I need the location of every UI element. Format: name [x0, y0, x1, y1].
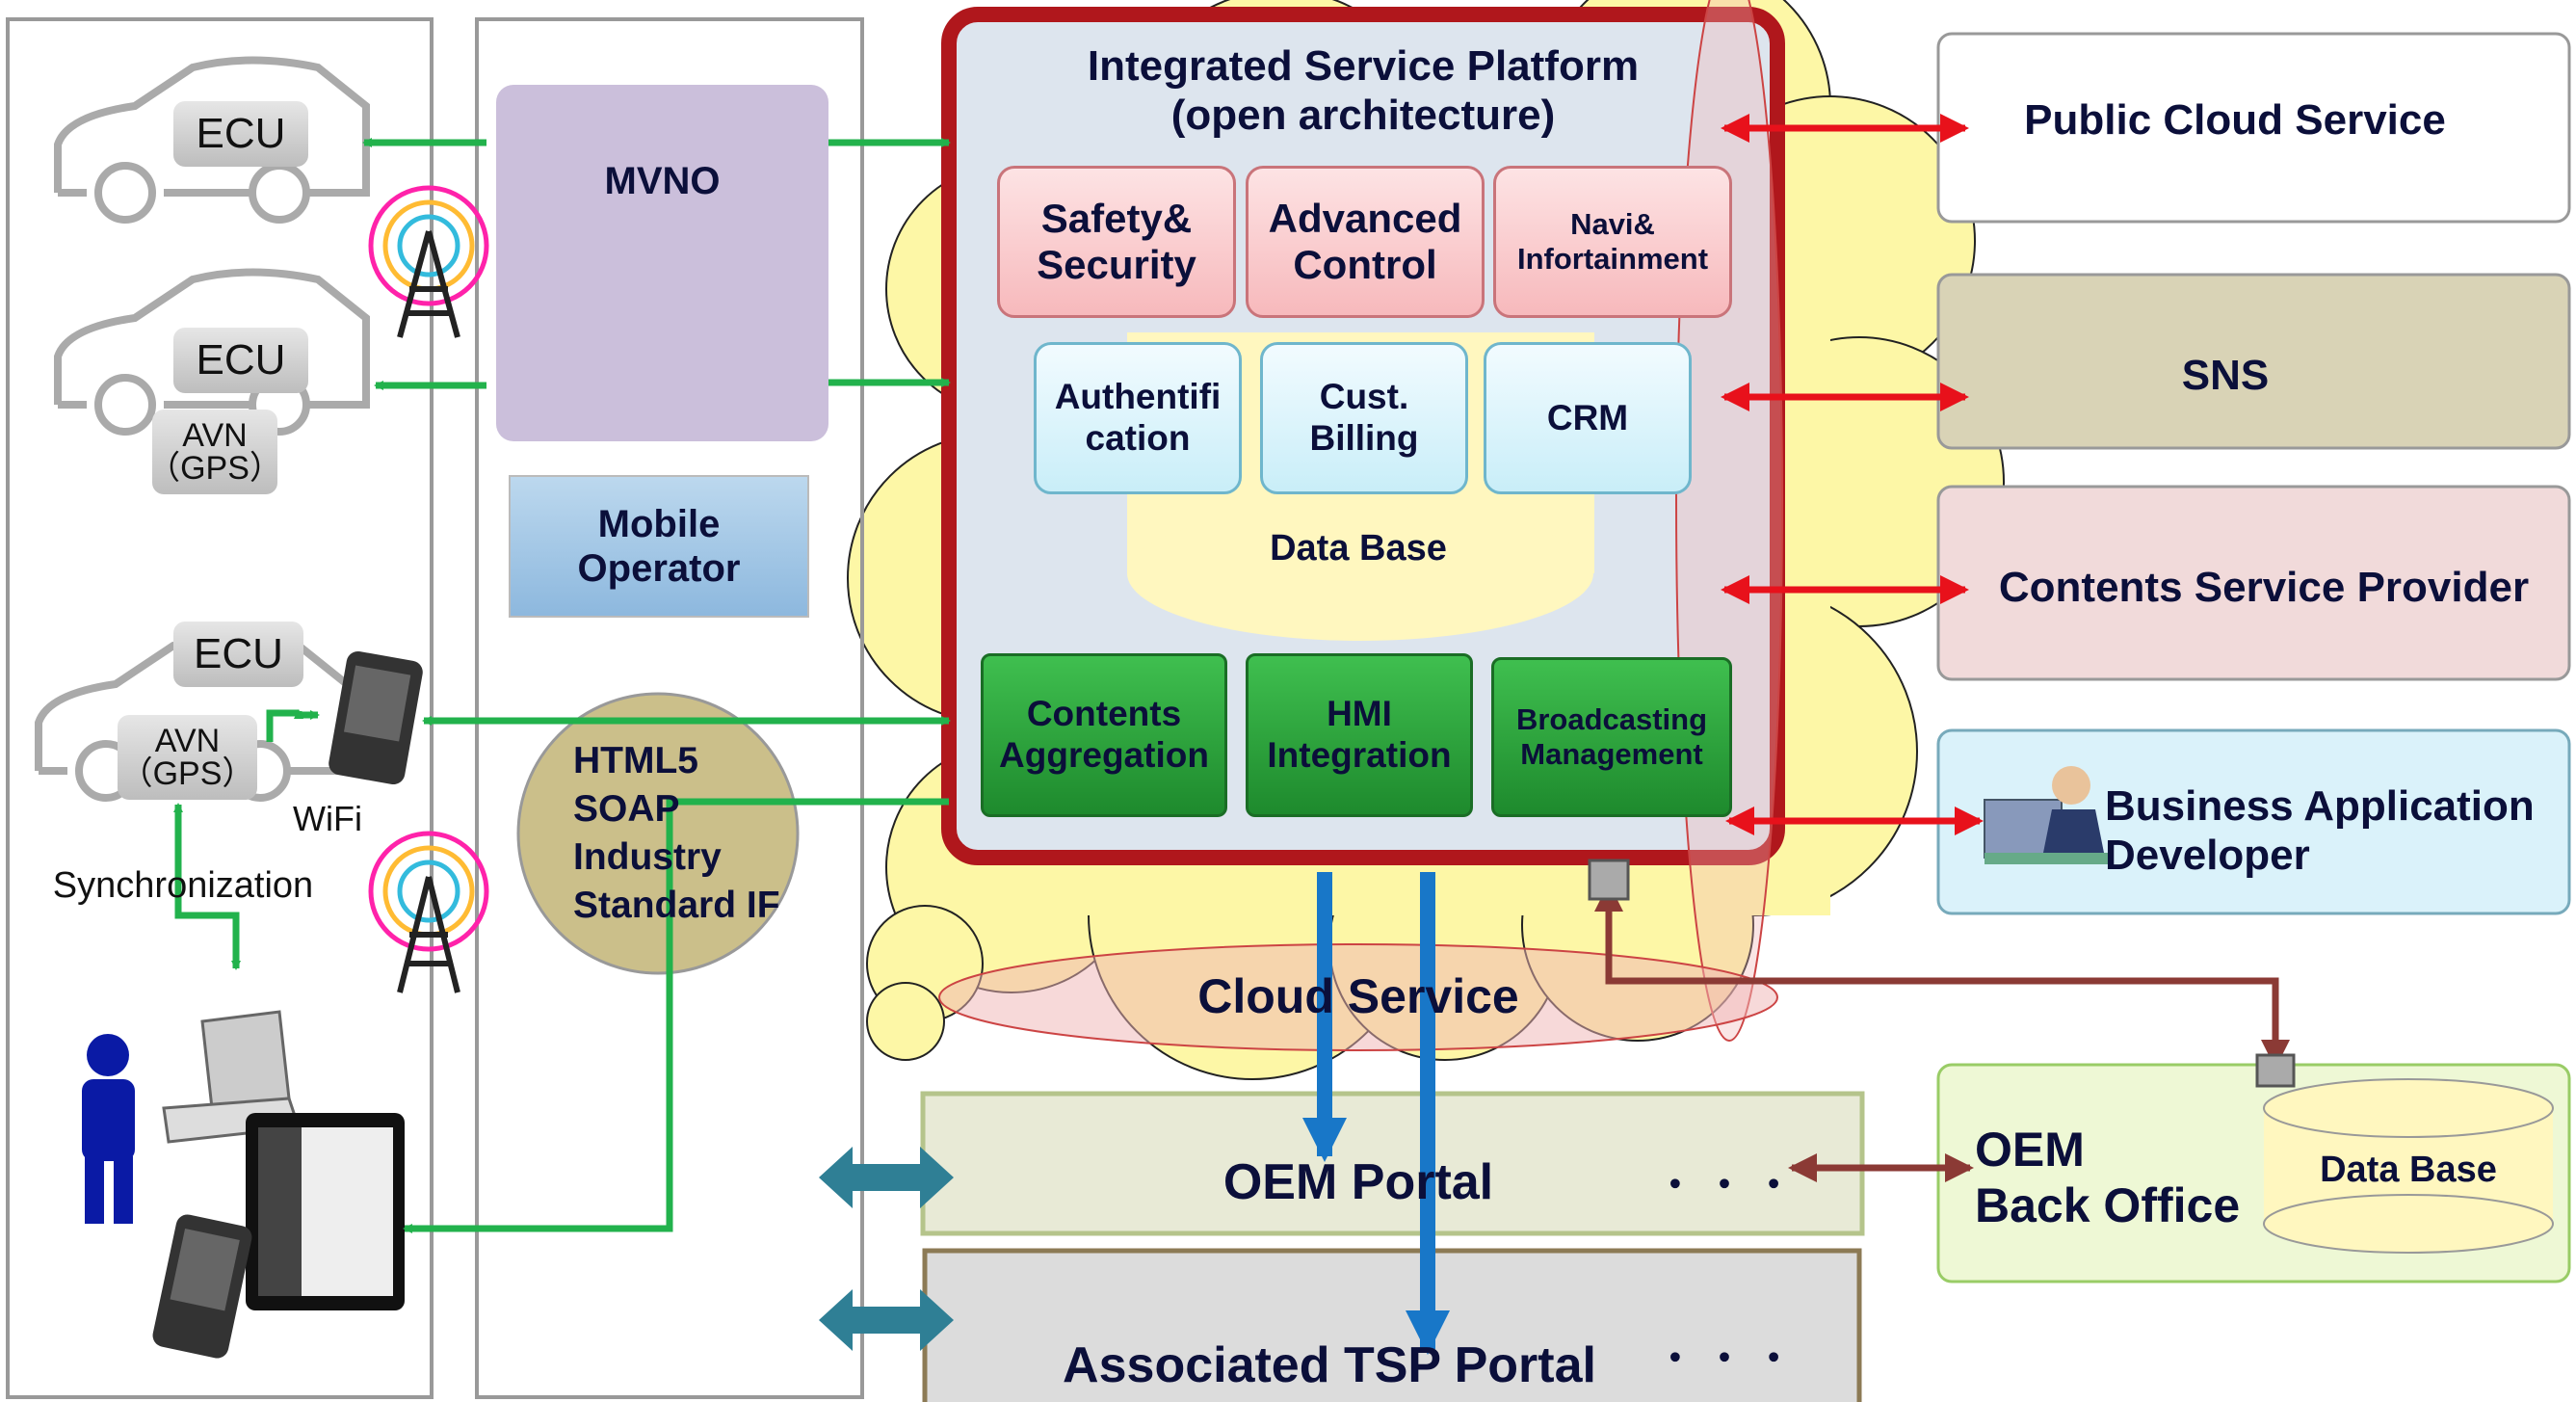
antenna-graphic-2 — [368, 831, 489, 993]
avn-box-2: AVN （GPS） — [118, 715, 257, 800]
mvno-label: MVNO — [604, 160, 721, 202]
contents-provider-label: Contents Service Provider — [1998, 563, 2530, 611]
teal-arrow-oem-portal — [819, 1147, 954, 1208]
green-arrow-platform-tablet — [403, 798, 949, 1233]
module-cust-billing: Cust. Billing — [1260, 342, 1468, 494]
module-label: HMI Integration — [1267, 694, 1452, 775]
standards-circle — [516, 692, 800, 975]
oem-portal-box — [920, 1091, 1865, 1236]
phone-graphic-1 — [329, 650, 423, 785]
green-arrow-sync-down — [174, 848, 241, 970]
avn-label: AVN （GPS） — [119, 723, 255, 792]
module-crm: CRM — [1484, 342, 1692, 494]
vehicle-panel — [6, 17, 434, 1399]
synchronization-label: Synchronization — [52, 865, 314, 907]
module-navi-infotainment: Navi& Infortainment — [1493, 166, 1732, 318]
network-panel — [475, 17, 864, 1399]
ecu-box-3: ECU — [173, 622, 303, 687]
contents-provider-box — [1936, 485, 2571, 681]
cloud-ellipse — [938, 943, 1778, 1051]
standards-label: HTML5 SOAP Industry Standard IF — [573, 740, 780, 926]
platform-title: Integrated Service Platform (open archit… — [1087, 42, 1640, 139]
antenna-graphic-1 — [368, 185, 489, 338]
module-authentification: Authentifi cation — [1034, 342, 1242, 494]
module-label: CRM — [1546, 397, 1629, 437]
connector-square-2 — [2255, 1053, 2296, 1088]
avn-label: AVN （GPS） — [147, 417, 282, 487]
oem-database-cylinder — [2263, 1078, 2554, 1254]
businessman-icon — [1984, 766, 2110, 864]
public-cloud-label: Public Cloud Service — [2024, 95, 2446, 144]
oem-database-label: Data Base — [2320, 1150, 2497, 1191]
module-label: Safety& Security — [1037, 195, 1196, 287]
ecu-label: ECU — [194, 629, 283, 677]
module-label: Authentifi cation — [1054, 377, 1222, 458]
module-broadcasting-management: Broadcasting Management — [1491, 657, 1732, 817]
module-label: Advanced Control — [1268, 195, 1462, 287]
laptop-graphic — [162, 1010, 302, 1144]
ecu-box-2: ECU — [173, 328, 308, 393]
tsp-portal-ellipsis: ・ ・ ・ — [1655, 1337, 1794, 1380]
ecu-label: ECU — [196, 335, 286, 384]
cloud-service-label: Cloud Service — [1197, 969, 1519, 1024]
database-label: Data Base — [1270, 528, 1447, 569]
module-advanced-control: Advanced Control — [1246, 166, 1485, 318]
sns-box — [1936, 273, 2571, 450]
module-label: Broadcasting Management — [1515, 702, 1708, 771]
mobile-operator-box: Mobile Operator — [509, 475, 809, 618]
oem-back-office-label: OEM Back Office — [1975, 1123, 2241, 1232]
oem-portal-ellipsis: ・ ・ ・ — [1655, 1164, 1794, 1206]
module-label: Navi& Infortainment — [1516, 207, 1709, 276]
module-contents-aggregation: Contents Aggregation — [981, 653, 1227, 817]
module-safety-security: Safety& Security — [997, 166, 1236, 318]
teal-arrow-tsp-portal — [819, 1289, 954, 1351]
tsp-portal-label: Associated TSP Portal — [1063, 1336, 1596, 1393]
ecu-label: ECU — [196, 109, 286, 157]
module-label: Cust. Billing — [1309, 377, 1419, 458]
mvno-box: MVNO — [496, 85, 828, 441]
module-hmi-integration: HMI Integration — [1246, 653, 1473, 817]
connector-square-1 — [1588, 859, 1630, 901]
business-dev-label: Business Application Developer — [2105, 781, 2535, 879]
mobile-operator-label: Mobile Operator — [577, 503, 741, 590]
green-arrow-avn-phone — [266, 709, 303, 742]
phone-graphic-2 — [152, 1214, 252, 1359]
module-label: Contents Aggregation — [999, 694, 1209, 775]
tablet-graphic — [246, 1113, 405, 1310]
vertical-ellipse — [1675, 0, 1783, 1042]
ecu-box-1: ECU — [173, 101, 308, 167]
person-graphic — [82, 1034, 135, 1224]
oem-portal-label: OEM Portal — [1222, 1153, 1494, 1210]
sns-label: SNS — [2181, 351, 2270, 399]
wifi-label: WiFi — [293, 799, 362, 839]
avn-box-1: AVN （GPS） — [147, 410, 282, 494]
